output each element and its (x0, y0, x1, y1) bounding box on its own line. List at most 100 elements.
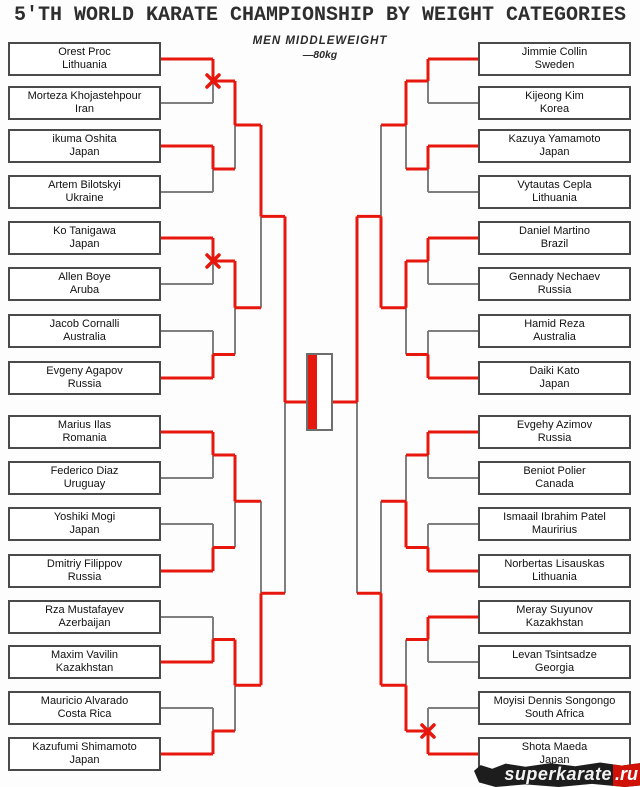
competitor-name: Kazuya Yamamoto (508, 133, 601, 145)
competitor-country: Lithuania (532, 192, 577, 204)
competitor-name: Evgeny Agapov (46, 365, 123, 377)
competitor-country: Korea (539, 103, 570, 115)
competitor-country: Ukraine (65, 192, 104, 204)
competitor-country: Romania (62, 432, 107, 444)
competitor-country: Australia (533, 331, 576, 343)
competitor-name: Morteza Khojastehpour (27, 90, 142, 102)
competitor-country: Japan (539, 146, 570, 158)
competitor-name: Yoshiki Mogi (53, 511, 116, 523)
champion-bar (308, 355, 317, 429)
competitor-name: Kazufumi Shimamoto (32, 741, 137, 753)
competitor-country: Aruba (69, 284, 100, 296)
competitor-name: Kijeong Kim (525, 90, 584, 102)
competitor-country: Japan (539, 754, 570, 766)
competitor-country: Kazakhstan (525, 617, 584, 629)
division-label: MEN MIDDLEWEIGHT —80kg (240, 35, 400, 61)
competitor-country: Japan (539, 378, 570, 390)
competitor-name: Federico Diaz (50, 465, 119, 477)
competitor-name: Marius Ilas (57, 419, 112, 431)
watermark: superkarate .ru (474, 762, 640, 787)
competitor-name: ikuma Oshita (52, 133, 117, 145)
competitor-country: Uruguay (63, 478, 106, 490)
competitor-name: Ko Tanigawa (53, 225, 116, 237)
competitor-country: Brazil (540, 238, 569, 250)
competitor-name: Hamid Reza (524, 318, 585, 330)
competitor-country: Kazakhstan (55, 662, 114, 674)
competitor-name: Norbertas Lisauskas (504, 558, 605, 570)
x-mark-icon (205, 73, 221, 89)
competitor-country: Lithuania (532, 571, 577, 583)
competitor-country: Costa Rica (57, 708, 112, 720)
competitor-name: Jacob Cornalli (49, 318, 120, 330)
competitor-country: Australia (63, 331, 106, 343)
competitor-name: Ismaail Ibrahim Patel (503, 511, 606, 523)
competitor-name: Mauricio Alvarado (40, 695, 129, 707)
division-category: MEN MIDDLEWEIGHT (252, 35, 388, 47)
watermark-text: superkarate (504, 764, 612, 784)
competitor-name: Shota Maeda (521, 741, 588, 753)
competitor-name: Artem Bilotskyi (48, 179, 121, 191)
competitor-name: Maxim Vavilin (50, 649, 119, 661)
competitor-country: Georgia (534, 662, 575, 674)
competitor-country: Russia (67, 571, 102, 583)
competitor-name: Moyisi Dennis Songongo (493, 695, 616, 707)
competitor-name: Evgehy Azimov (516, 419, 593, 431)
competitor-name: Vytautas Cepla (517, 179, 592, 191)
competitor-country: Japan (69, 238, 100, 250)
competitor-country: Mauririus (531, 524, 578, 536)
weight-class-label: —80kg (302, 49, 338, 61)
competitor-country: Lithuania (62, 59, 107, 71)
competitor-name: Allen Boye (58, 271, 111, 283)
competitor-name: Dmitriy Filippov (46, 558, 123, 570)
competitor-name: Jimmie Collin (521, 46, 588, 58)
competitor-country: Japan (69, 146, 100, 158)
competitor-country: Japan (69, 754, 100, 766)
final-match-box (306, 353, 333, 431)
competitor-name: Meray Suyunov (516, 604, 593, 616)
competitor-country: Russia (537, 284, 572, 296)
competitor-country: Japan (69, 524, 100, 536)
competitor-name: Daiki Kato (529, 365, 580, 377)
x-mark-icon (420, 723, 436, 739)
competitor-name: Daniel Martino (519, 225, 590, 237)
competitor-name: Levan Tsintsadze (512, 649, 597, 661)
competitor-country: Iran (75, 103, 94, 115)
competitor-country: Russia (537, 432, 572, 444)
page-title: 5'TH WORLD KARATE CHAMPIONSHIP BY WEIGHT… (13, 4, 627, 27)
competitor-country: Sweden (534, 59, 575, 71)
competitor-country: Russia (67, 378, 102, 390)
competitor-country: Azerbaijan (58, 617, 111, 629)
competitor-country: South Africa (524, 708, 585, 720)
competitor-name: Beniot Polier (523, 465, 586, 477)
